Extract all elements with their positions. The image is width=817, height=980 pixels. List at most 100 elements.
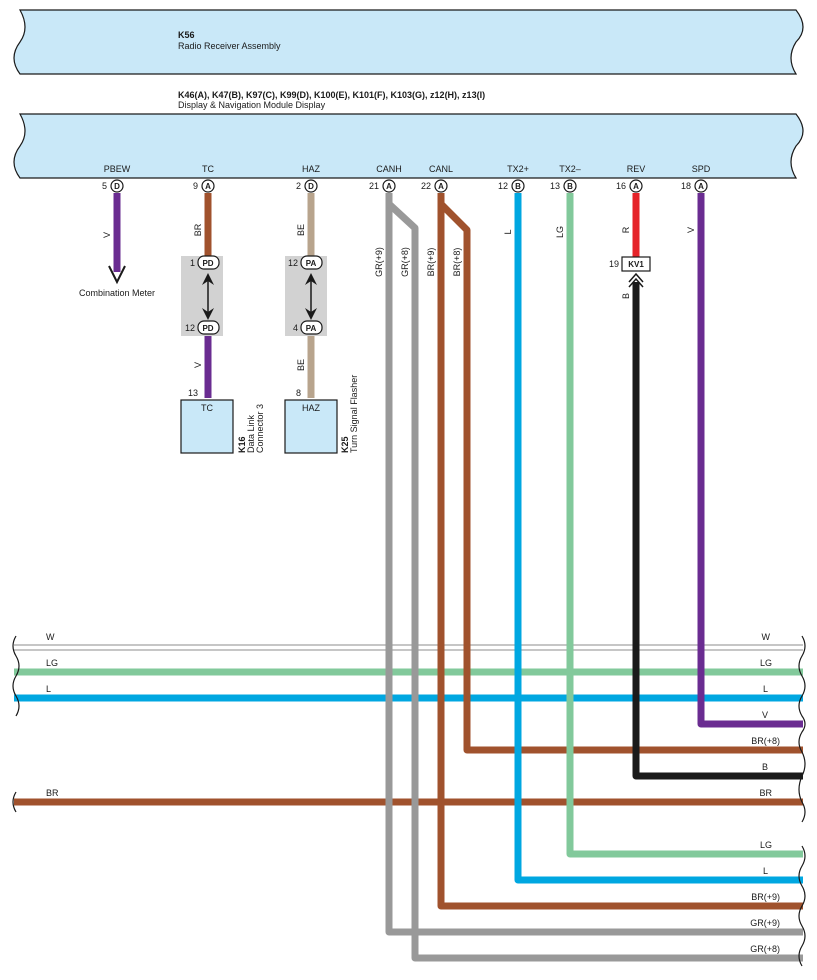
combination-meter-label: Combination Meter	[79, 288, 155, 298]
code-canh-8: GR(+8)	[400, 247, 410, 277]
pin-num-rev: 16	[616, 181, 626, 191]
k25-name: Turn Signal Flasher	[349, 375, 359, 453]
pin-num-haz: 2	[296, 181, 301, 191]
wire-spd	[697, 193, 803, 728]
wire-rev-bottom	[632, 282, 803, 780]
pin-conn-pbew: D	[114, 182, 120, 191]
code-haz-bottom: BE	[296, 359, 306, 371]
pin-signal-tx2m: TX2–	[559, 164, 581, 174]
bus-right-br9: BR(+9)	[751, 892, 780, 902]
bus-right-l-2: L	[763, 866, 768, 876]
wire-code-labels: V BR V BE BE GR(+9) GR(+8) BR(+9) BR(+8)…	[102, 223, 696, 371]
pin-conn-canh: A	[386, 182, 392, 191]
pin-signal-pbew: PBEW	[104, 164, 131, 174]
code-tc-top: BR	[193, 223, 203, 236]
tc-conn-top-pill	[197, 255, 220, 270]
pin-conn-tc: A	[205, 182, 211, 191]
pin-circle-rev	[629, 179, 643, 193]
tc-conn-arrow-down-icon	[202, 308, 214, 320]
bus-right-w: W	[762, 632, 771, 642]
kv1-box	[621, 256, 651, 272]
code-canl-8: BR(+8)	[452, 248, 462, 277]
left-break-top	[12, 635, 20, 717]
pin-signal-canl: CANL	[429, 164, 453, 174]
haz-conn-top-num: 12	[288, 258, 298, 268]
tc-conn-bottom-pill	[197, 320, 220, 335]
wire-canl-8	[438, 201, 803, 754]
pin-num-canl: 22	[421, 181, 431, 191]
pin-circle-tx2m	[563, 179, 577, 193]
pin-circle-canh	[382, 179, 396, 193]
pin-conn-canl: A	[438, 182, 444, 191]
code-tx2p: L	[503, 229, 513, 234]
pin-circle-pbew	[110, 179, 124, 193]
code-tc-bottom: V	[193, 362, 203, 368]
pin-circle-haz	[304, 179, 318, 193]
bus-right-b: B	[762, 762, 768, 772]
k16-pin-num: 13	[188, 388, 198, 398]
bus-right-gr8: GR(+8)	[750, 944, 780, 954]
k25-pin-num: 8	[296, 388, 301, 398]
pin-signal-haz: HAZ	[302, 164, 321, 174]
bus-left-w: W	[46, 632, 55, 642]
display-module-box	[13, 113, 804, 179]
k16-box	[180, 399, 234, 454]
pin-signal-tx2p: TX2+	[507, 164, 529, 174]
haz-conn-bottom-pill	[300, 320, 323, 335]
pin-conn-rev: A	[633, 182, 639, 191]
bus-left-br: BR	[46, 788, 59, 798]
wire-canl-9	[437, 193, 803, 910]
bus-right-br: BR	[759, 788, 772, 798]
pin-circle-spd	[694, 179, 708, 193]
wire-tx2p	[514, 193, 803, 884]
pin-num-tx2m: 13	[550, 181, 560, 191]
haz-conn-arrow-up-icon	[305, 273, 317, 285]
kv1-pin-num: 19	[609, 259, 619, 269]
left-break-br	[12, 791, 17, 813]
k56-module: K56 Radio Receiver Assembly	[13, 9, 804, 75]
k16-component: 13 TC K16 Data Link Connector 3	[180, 388, 265, 454]
haz-conn-bottom-num: 4	[293, 323, 298, 333]
k25-code: K25	[340, 436, 350, 453]
tc-conn-top-label: PD	[202, 259, 213, 268]
wire-canh-8	[386, 201, 803, 962]
code-canh-9: GR(+9)	[374, 247, 384, 277]
right-break-bottom	[798, 845, 806, 967]
tc-conn-arrow-up-icon	[202, 273, 214, 285]
pin-row: PBEW TC HAZ CANH CANL TX2+ TX2– REV SPD	[104, 164, 711, 174]
pin-num-pbew: 5	[102, 181, 107, 191]
pin-num-tc: 9	[193, 181, 198, 191]
code-canl-9: BR(+9)	[426, 248, 436, 277]
pin-circle-canl	[434, 179, 448, 193]
code-pbew: V	[102, 232, 112, 238]
k16-box-label: TC	[201, 403, 213, 413]
kv1-connector: KV1 19	[609, 256, 651, 288]
pin-signal-canh: CANH	[376, 164, 402, 174]
pin-signal-tc: TC	[202, 164, 214, 174]
pin-num-spd: 18	[681, 181, 691, 191]
k25-box-label: HAZ	[302, 403, 321, 413]
bus-right-lg-2: LG	[760, 840, 772, 850]
k25-box	[284, 399, 338, 454]
bus-lines	[14, 644, 803, 806]
wire-tx2m	[566, 193, 803, 858]
tc-inline-connector: PD 1 PD 12	[181, 255, 223, 336]
k16-name-2: Connector 3	[255, 404, 265, 453]
pin-signal-spd: SPD	[692, 164, 711, 174]
bus-labels: W W LG LG L L V BR(+8) B BR BR LG L BR(+…	[46, 632, 780, 954]
bus-right-gr9: GR(+9)	[750, 918, 780, 928]
haz-conn-top-label: PA	[306, 259, 317, 268]
tc-conn-bottom-num: 12	[185, 323, 195, 333]
k56-box	[13, 9, 804, 75]
bus-left-lg: LG	[46, 658, 58, 668]
k56-name: Radio Receiver Assembly	[178, 41, 281, 51]
k25-component: 8 HAZ K25 Turn Signal Flasher	[284, 375, 359, 454]
pin-circles: 5 D 9 A 2 D 21 A 22 A 12 B 13 B 16 A 18 …	[102, 179, 708, 193]
k56-code: K56	[178, 30, 195, 40]
tc-conn-top-num: 1	[190, 258, 195, 268]
pin-conn-tx2m: B	[567, 182, 573, 191]
module-name: Display & Navigation Module Display	[178, 100, 326, 110]
kv1-chevron-up-icon	[628, 272, 644, 283]
pin-circle-tc	[201, 179, 215, 193]
